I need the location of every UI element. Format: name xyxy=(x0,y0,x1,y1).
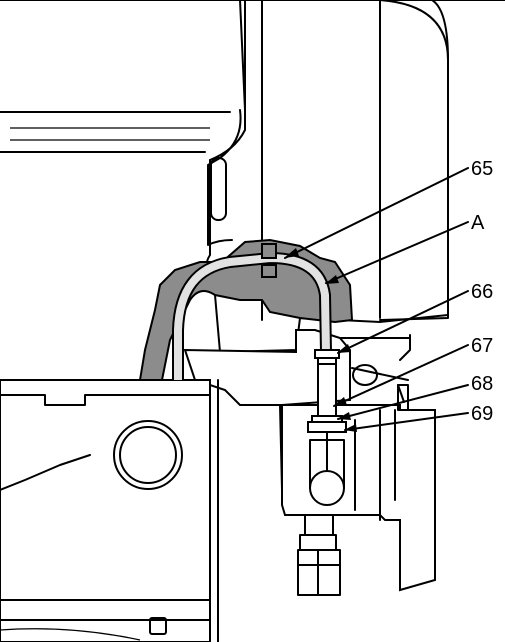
callout-65: 65 xyxy=(471,158,493,180)
callout-labels: 65 A 66 67 68 69 xyxy=(471,158,493,425)
arrowhead-68 xyxy=(337,412,351,420)
lower-right-block xyxy=(281,384,436,596)
upper-housing xyxy=(0,0,505,354)
callout-68: 68 xyxy=(471,373,493,395)
leader-65 xyxy=(284,167,469,259)
arrowhead-a xyxy=(325,275,339,284)
arrowhead-69 xyxy=(344,424,357,432)
arrowhead-66 xyxy=(337,344,351,353)
arrowhead-65 xyxy=(284,248,299,258)
fitting-stack xyxy=(307,349,347,471)
tube-a xyxy=(172,243,332,380)
callout-66: 66 xyxy=(471,281,493,303)
lower-left-block xyxy=(0,379,219,642)
callout-67: 67 xyxy=(471,335,493,357)
callout-69: 69 xyxy=(471,403,493,425)
leader-69 xyxy=(344,412,469,431)
arrowhead-67 xyxy=(333,397,347,406)
callout-a: A xyxy=(471,212,485,234)
leader-lines xyxy=(284,167,469,432)
leader-68 xyxy=(337,384,469,420)
leader-67 xyxy=(333,344,469,407)
leader-66 xyxy=(337,290,469,354)
leader-a xyxy=(325,221,469,284)
